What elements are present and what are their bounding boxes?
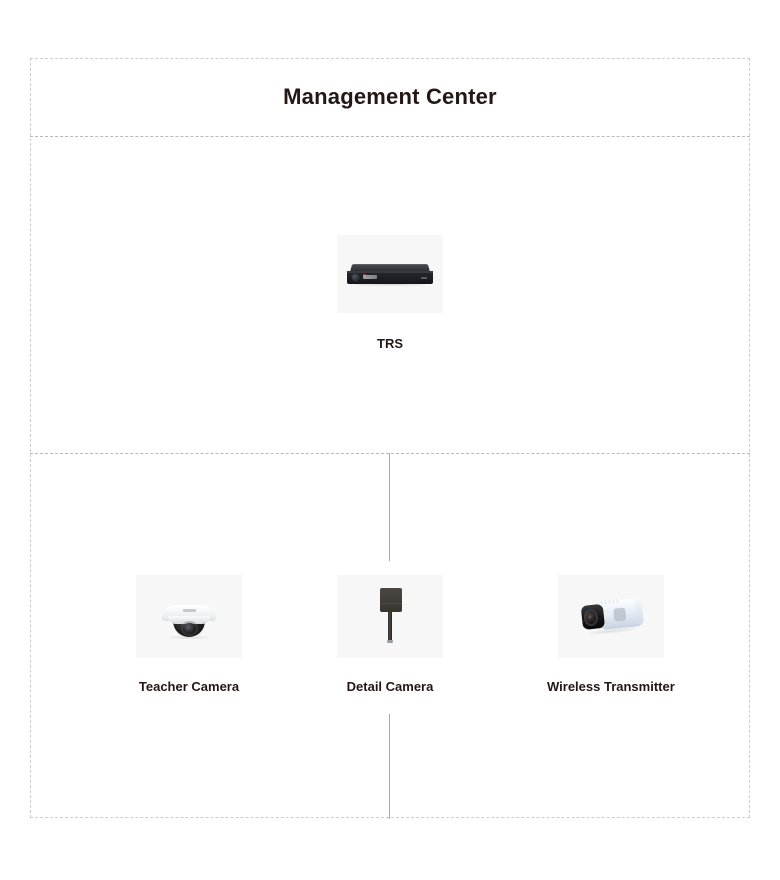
connector-line-devices-to-bottom [389, 714, 390, 819]
wireless-transmitter-thumbnail [557, 575, 664, 658]
node-label-detail-camera: Detail Camera [346, 679, 434, 694]
dome-camera-icon [162, 599, 216, 639]
bullet-camera-icon [576, 596, 645, 639]
trs-thumbnail [337, 235, 443, 313]
node-label-teacher-camera: Teacher Camera [138, 679, 240, 694]
node-detail-camera[interactable]: Detail Camera [337, 575, 443, 693]
teacher-camera-thumbnail [136, 575, 242, 658]
node-trs[interactable]: TRS [337, 235, 443, 350]
node-teacher-camera[interactable]: Teacher Camera [136, 575, 242, 693]
node-wireless-transmitter[interactable]: Wireless Transmitter [547, 575, 675, 693]
section-divider [30, 453, 750, 454]
box-camera-on-stem-icon [377, 588, 403, 646]
diagram-header: Management Center [30, 58, 750, 137]
connector-line-trs-to-devices [389, 453, 390, 561]
node-label-trs: TRS [377, 336, 403, 351]
node-label-wireless-transmitter: Wireless Transmitter [547, 679, 675, 694]
diagram-frame [30, 58, 750, 818]
page-title: Management Center [283, 84, 497, 109]
detail-camera-thumbnail [337, 575, 443, 658]
nvr-recorder-icon [347, 263, 433, 286]
